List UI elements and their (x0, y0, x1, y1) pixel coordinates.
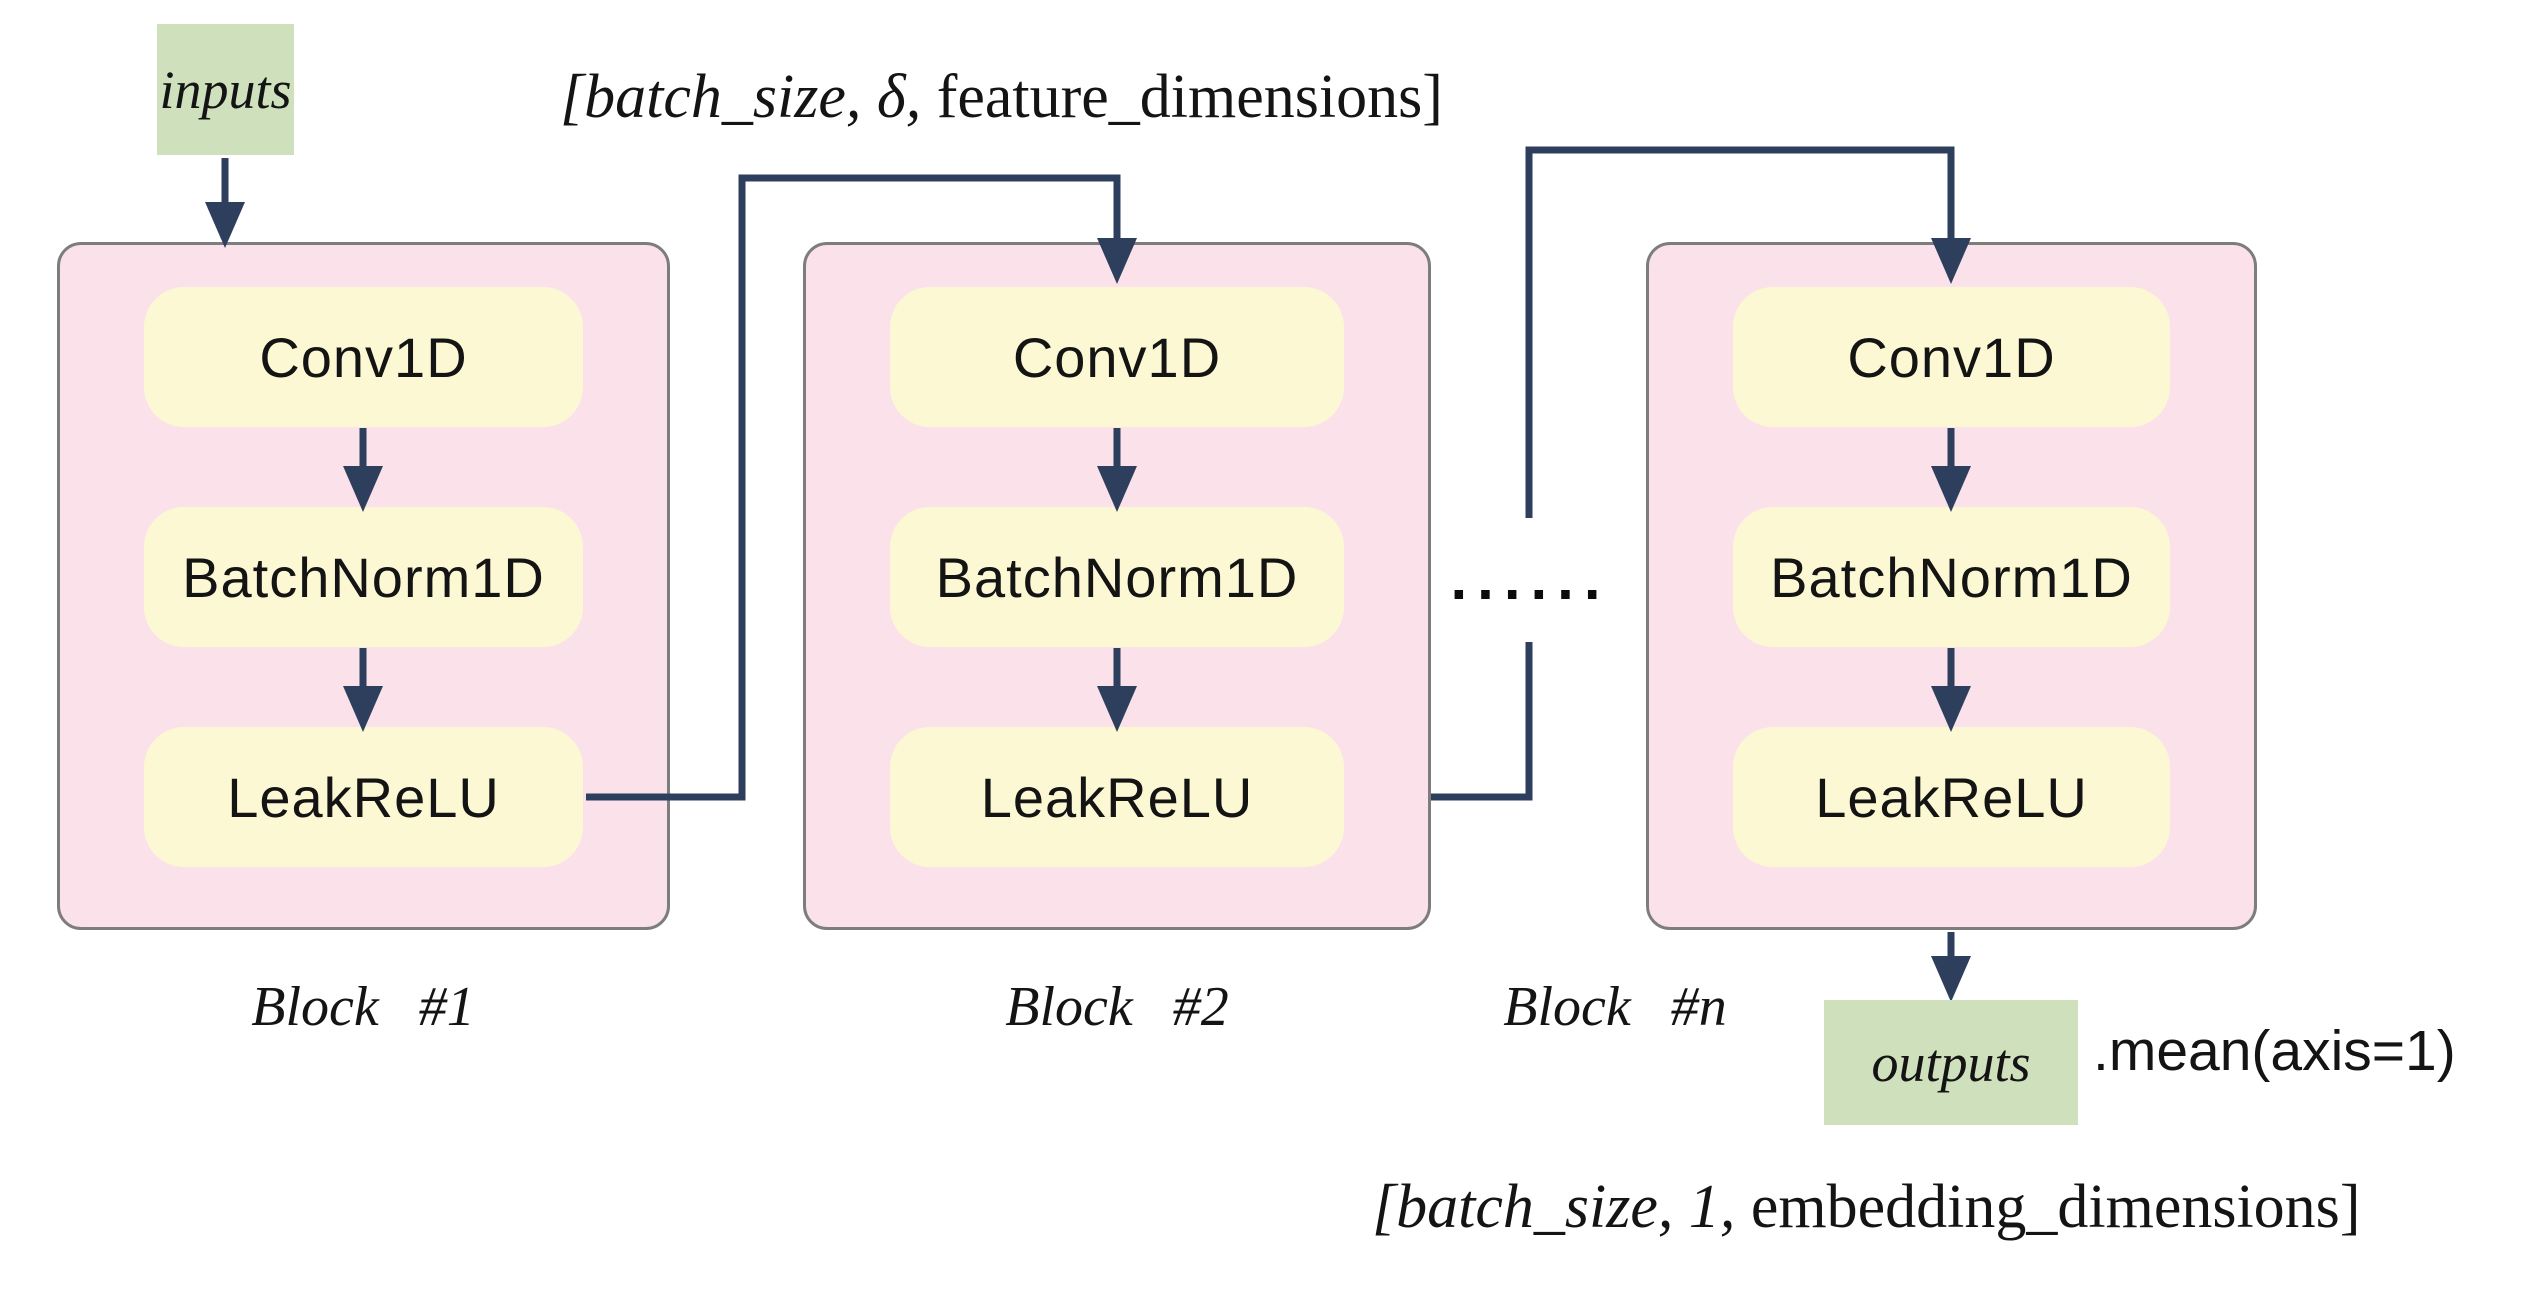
input-shape-annotation: [batch_size, δ, feature_dimensions] (560, 62, 1443, 133)
block1-conv1d-label: Conv1D (259, 325, 468, 389)
block2-bn-to-relu-arrowhead (1097, 686, 1137, 732)
blockn-caption: Block #n (1503, 976, 1727, 1038)
block1-caption: Block #1 (251, 976, 475, 1038)
outputs-label: outputs (1871, 1032, 2031, 1093)
block2-conv1d-label: Conv1D (1012, 325, 1222, 389)
block-1: Conv1D BatchNorm1D LeakReLU (57, 242, 670, 930)
ellipsis-dots: ...... (1450, 545, 1611, 612)
block2-caption: Block #2 (1005, 976, 1229, 1038)
block1-conv-to-bn-arrowhead (343, 466, 383, 512)
mean-axis-annotation: .mean(axis=1) (2093, 1019, 2456, 1083)
output-shape-italic: [batch_size, 1, (1372, 1173, 1736, 1241)
block-2: Conv1D BatchNorm1D LeakReLU (803, 242, 1431, 930)
output-shape-roman: embedding_dimensions] (1735, 1173, 2361, 1241)
block1-batchnorm-label: BatchNorm1D (182, 545, 545, 609)
output-shape-annotation: [batch_size, 1, embedding_dimensions] (1372, 1172, 2360, 1243)
blockn-conv-to-bn-arrowhead (1931, 466, 1971, 512)
block2-batchnorm-layer: BatchNorm1D (890, 507, 1344, 647)
input-shape-italic: [batch_size, δ, (560, 63, 922, 131)
block2-batchnorm-label: BatchNorm1D (935, 545, 1299, 609)
block-n: Conv1D BatchNorm1D LeakReLU (1646, 242, 2257, 930)
blockn-batchnorm-layer: BatchNorm1D (1733, 507, 2170, 647)
block1-bn-to-relu-arrowhead (343, 686, 383, 732)
block1-conv1d-layer: Conv1D (144, 287, 583, 427)
inputs-node: inputs (157, 24, 294, 155)
blockn-conv1d-label: Conv1D (1847, 325, 2056, 389)
blockn-conv1d-layer: Conv1D (1733, 287, 2170, 427)
block2-leakrelu-layer: LeakReLU (890, 727, 1344, 867)
block1-leakrelu-label: LeakReLU (227, 765, 500, 829)
input-shape-roman: feature_dimensions] (921, 63, 1443, 131)
connector-block1-to-block2-arrowhead (1097, 238, 1137, 284)
connector-block2-to-blockn-arrowhead (1931, 238, 1971, 284)
blockn-leakrelu-label: LeakReLU (1815, 765, 2088, 829)
connector-block1-to-block2 (586, 174, 1121, 801)
outputs-node: outputs (1824, 1000, 2078, 1125)
ellipsis-box: ...... (1449, 518, 1612, 642)
block1-leakrelu-layer: LeakReLU (144, 727, 583, 867)
blockn-bn-to-relu-arrowhead (1931, 686, 1971, 732)
block2-leakrelu-label: LeakReLU (980, 765, 1254, 829)
inputs-arrowhead (205, 202, 245, 248)
block1-batchnorm-layer: BatchNorm1D (144, 507, 583, 647)
inputs-label: inputs (159, 59, 292, 120)
blockn-batchnorm-label: BatchNorm1D (1770, 545, 2133, 609)
block2-conv1d-layer: Conv1D (890, 287, 1344, 427)
connector-block2-to-blockn (1431, 146, 1955, 801)
blockn-leakrelu-layer: LeakReLU (1733, 727, 2170, 867)
outputs-arrowhead (1931, 956, 1971, 1002)
block2-conv-to-bn-arrowhead (1097, 466, 1137, 512)
